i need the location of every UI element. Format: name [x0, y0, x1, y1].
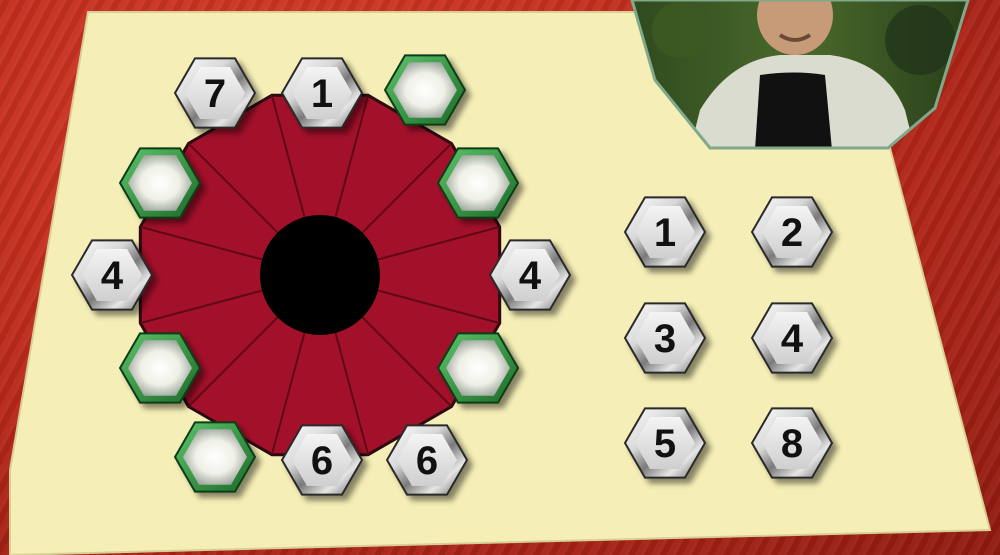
wheel-hub	[260, 215, 380, 335]
tray-tile-value: 3	[654, 317, 676, 361]
ring-slot-value: 1	[311, 72, 333, 116]
tray-tile-value: 8	[781, 422, 803, 466]
ring-slot-value: 4	[519, 254, 542, 298]
ring-slot-value: 6	[311, 439, 333, 483]
ring-slot-value: 7	[204, 72, 226, 116]
tray-tile-value: 5	[654, 422, 676, 466]
tray-tile-value: 1	[654, 211, 676, 255]
board-wheel	[140, 95, 499, 454]
ring-slot-value: 6	[416, 439, 438, 483]
tray-tile-value: 4	[781, 317, 804, 361]
tray-tile-value: 2	[781, 211, 803, 255]
ring-slot-value: 4	[101, 254, 124, 298]
